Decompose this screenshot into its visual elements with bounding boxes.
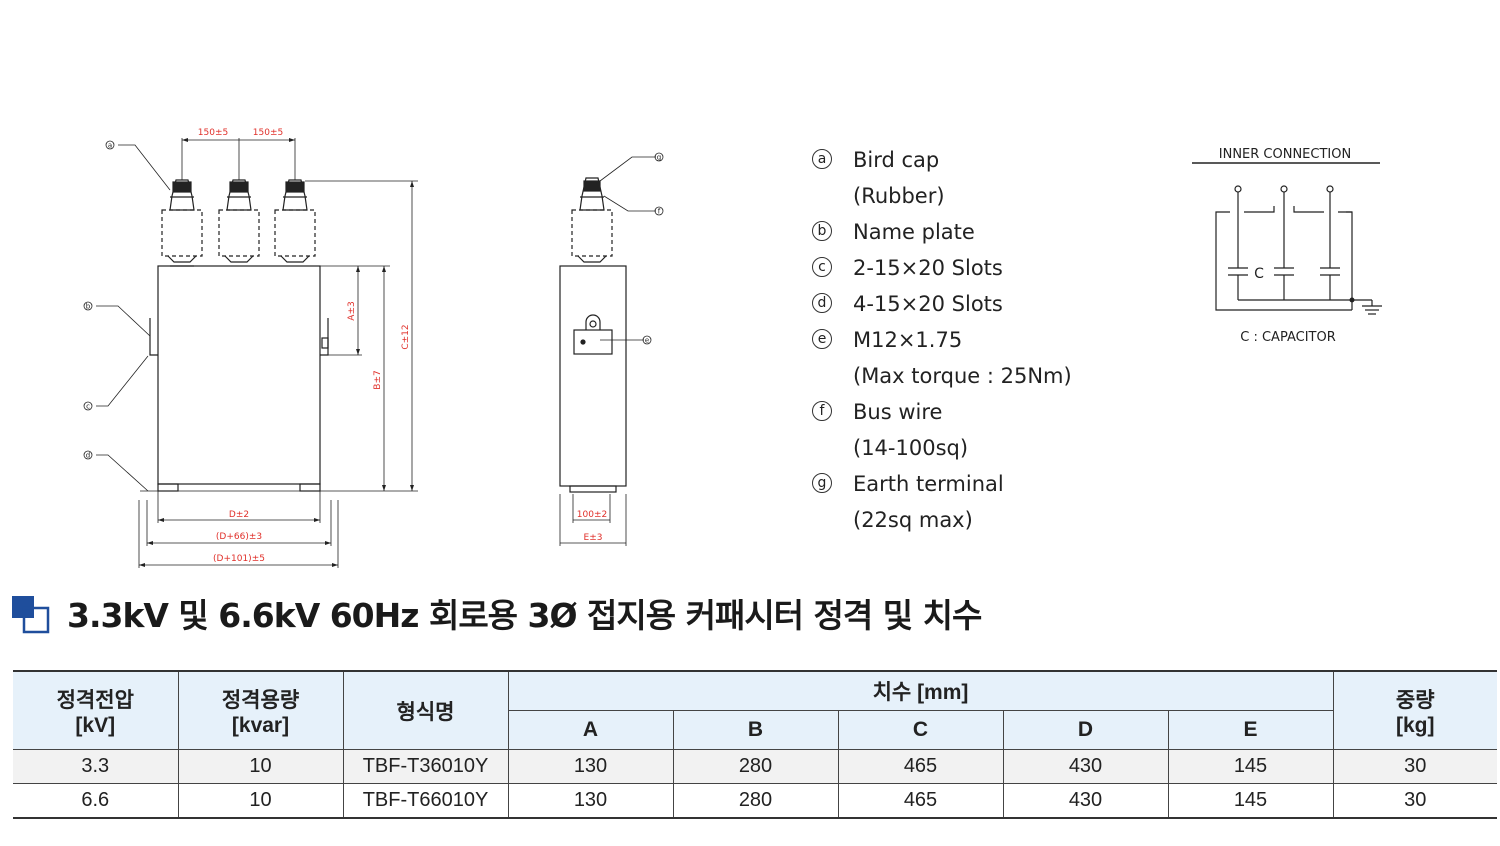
front-marker-b: b	[86, 303, 91, 311]
header-capacity-unit: [kvar]	[231, 713, 290, 737]
legend-sub: (Rubber)	[853, 184, 945, 208]
legend-sub: (14-100sq)	[853, 436, 969, 460]
header-weight: 중량 [kg]	[1332, 670, 1497, 750]
dim-d: D±2	[229, 510, 249, 520]
section-title-text: 3.3kV 및 6.6kV 60Hz 회로용 3Ø 접지용 커패시터 정격 및 …	[67, 596, 982, 635]
header-dim-a: A	[508, 710, 674, 750]
cell-model: TBF-T66010Y	[342, 783, 509, 819]
header-dim-b: B	[672, 710, 839, 750]
inner-connection-diagram: INNER CONNECTION C C : CAPACITOR	[1192, 147, 1382, 345]
legend-item-earth-terminal: g Earth terminal (22sq max)	[812, 466, 1142, 538]
legend-label: Name plate	[853, 220, 975, 244]
dim-e: E±3	[584, 533, 603, 543]
legend-item-m12: e M12×1.75 (Max torque : 25Nm)	[812, 322, 1142, 394]
cell-weight: 30	[1332, 783, 1497, 819]
dim-a: A±3	[347, 301, 357, 320]
header-dim-d: D	[1002, 710, 1169, 750]
spec-table: 정격전압 [kV] 정격용량 [kvar] 형식명 치수 [mm] 중량 [kg…	[13, 670, 1497, 819]
dim-c: C±12	[401, 324, 411, 349]
legend-mark: a	[812, 149, 832, 169]
legend-mark: b	[812, 221, 832, 241]
cell-capacity: 10	[177, 783, 344, 819]
legend-sub: (22sq max)	[853, 508, 973, 532]
cell-voltage: 3.3	[13, 749, 179, 784]
legend-item-2-slots: c 2-15×20 Slots	[812, 250, 1142, 286]
header-capacity: 정격용량 [kvar]	[177, 670, 344, 750]
header-voltage-label: 정격전압	[56, 688, 134, 712]
legend-mark: c	[812, 257, 832, 277]
legend-item-name-plate: b Name plate	[812, 214, 1142, 250]
legend-item-4-slots: d 4-15×20 Slots	[812, 286, 1142, 322]
legend-label: 4-15×20 Slots	[853, 292, 1003, 316]
bushing-1	[161, 179, 203, 267]
side-marker-g: g	[657, 154, 661, 162]
inner-connection-title: INNER CONNECTION	[1219, 147, 1351, 162]
cell-weight: 30	[1332, 749, 1497, 784]
cell-a: 130	[507, 749, 674, 784]
cell-b: 280	[672, 783, 839, 819]
dim-100: 100±2	[577, 510, 607, 520]
legend-mark: d	[812, 293, 832, 313]
header-capacity-label: 정격용량	[221, 688, 300, 712]
parts-legend: a Bird cap (Rubber) b Name plate c 2-15×…	[812, 142, 1142, 538]
capacitor-caption: C : CAPACITOR	[1240, 330, 1335, 345]
cell-e: 145	[1167, 783, 1334, 819]
front-marker-a: a	[108, 142, 112, 150]
cell-voltage: 6.6	[13, 783, 179, 819]
legend-mark: f	[812, 401, 832, 421]
cell-e: 145	[1167, 749, 1334, 784]
dim-pitch-1: 150±5	[198, 128, 228, 138]
cell-d: 430	[1002, 749, 1169, 784]
legend-label: M12×1.75	[853, 328, 963, 352]
cell-b: 280	[672, 749, 839, 784]
front-view-drawing: 150±5 150±5 D±2 (D+66)±3 (D+101)±5 A±3 B…	[83, 128, 418, 568]
cell-d: 430	[1002, 783, 1169, 819]
front-marker-d: d	[86, 452, 90, 460]
cell-c: 465	[837, 749, 1004, 784]
header-weight-label: 중량	[1395, 688, 1435, 712]
cell-c: 465	[837, 783, 1004, 819]
bushing-3	[274, 179, 316, 263]
header-voltage: 정격전압 [kV]	[13, 670, 179, 750]
legend-label: Earth terminal	[853, 472, 1004, 496]
legend-label: 2-15×20 Slots	[853, 256, 1003, 280]
dim-pitch-2: 150±5	[253, 128, 283, 138]
header-dim-c: C	[837, 710, 1004, 750]
legend-item-bus-wire: f Bus wire (14-100sq)	[812, 394, 1142, 466]
dim-d101: (D+101)±5	[213, 554, 265, 564]
header-voltage-unit: [kV]	[75, 713, 116, 737]
legend-item-bird-cap: a Bird cap (Rubber)	[812, 142, 1142, 214]
dim-d66: (D+66)±3	[216, 532, 262, 542]
front-marker-c: c	[86, 403, 90, 411]
side-view-drawing: 100±2 E±3 g f e	[559, 152, 664, 546]
bushing-2	[218, 179, 260, 263]
cell-capacity: 10	[177, 749, 344, 784]
capacitor-label: C	[1254, 266, 1264, 282]
legend-label: Bird cap	[853, 148, 940, 172]
header-dim-e: E	[1167, 710, 1333, 750]
cell-model: TBF-T36010Y	[342, 749, 509, 784]
section-square-icon	[12, 596, 50, 634]
header-weight-unit: [kg]	[1396, 713, 1435, 737]
header-model: 형식명	[342, 670, 509, 750]
legend-sub: (Max torque : 25Nm)	[853, 364, 1072, 388]
table-row: 6.6 10 TBF-T66010Y 130 280 465 430 145 3…	[13, 783, 1497, 819]
side-marker-e: e	[645, 337, 649, 345]
legend-mark: g	[812, 473, 832, 493]
legend-mark: e	[812, 329, 832, 349]
table-row: 3.3 10 TBF-T36010Y 130 280 465 430 145 3…	[13, 749, 1497, 784]
header-dimensions: 치수 [mm]	[507, 670, 1334, 711]
legend-label: Bus wire	[853, 400, 943, 424]
dim-b: B±7	[373, 370, 383, 389]
cell-a: 130	[507, 783, 674, 819]
side-marker-f: f	[658, 208, 661, 216]
